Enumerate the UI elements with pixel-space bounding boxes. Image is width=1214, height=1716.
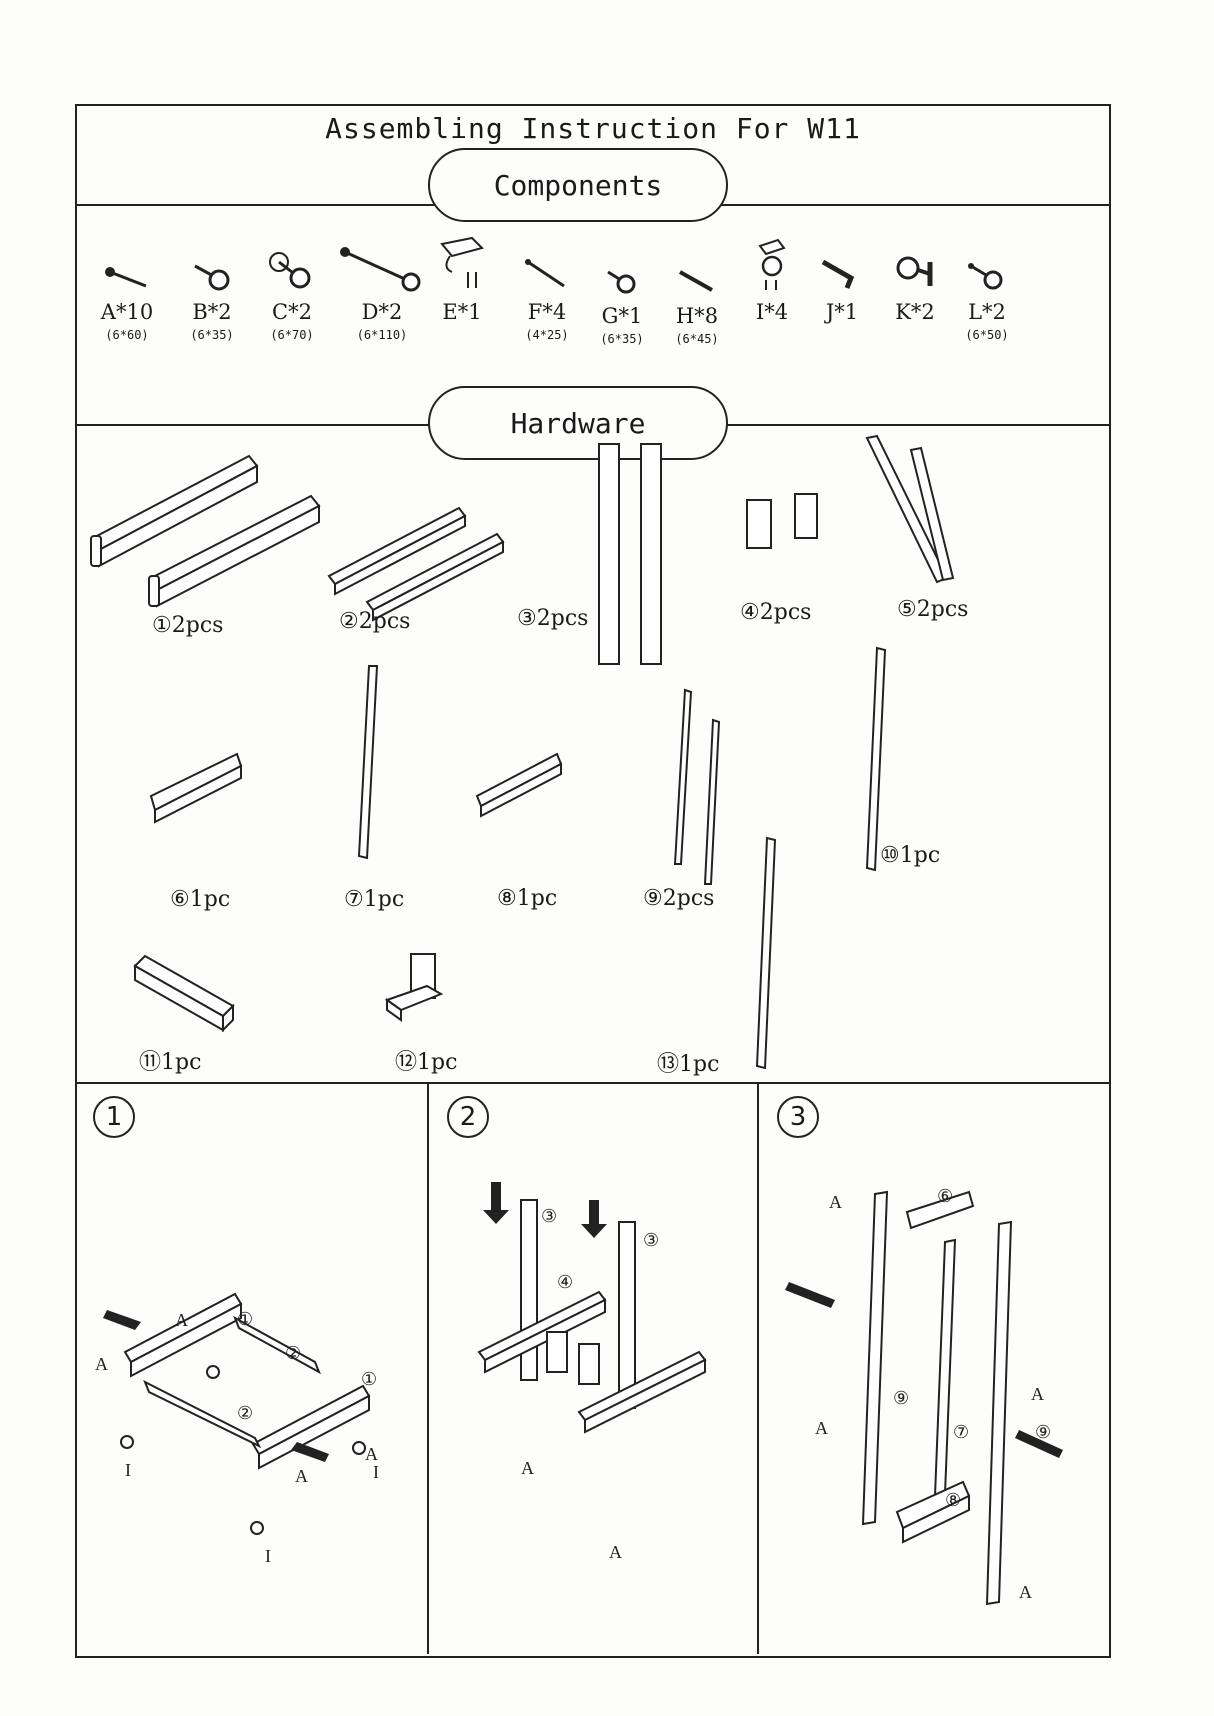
step-number: 1 xyxy=(93,1096,135,1138)
hardware-label-10: ⑩1pc xyxy=(880,843,941,868)
svg-text:I: I xyxy=(125,1460,131,1480)
step-2-diagram: ③ ③ ④ A A xyxy=(477,1182,707,1562)
hardware-label-9: ⑨2pcs xyxy=(643,886,715,911)
component-B: B*2 (6*35) xyxy=(172,222,252,342)
part-9-drawing xyxy=(673,688,721,885)
hardware-label-7: ⑦1pc xyxy=(344,887,405,912)
component-H: H*8 (6*45) xyxy=(657,226,737,346)
hardware-label-3: ③2pcs xyxy=(517,606,589,631)
allen-key-icon xyxy=(802,222,882,292)
component-C: C*2 (6*70) xyxy=(252,222,332,342)
instruction-sheet: Assembling Instruction For W11 Component… xyxy=(75,104,1111,1658)
part-12-drawing xyxy=(384,953,444,1022)
part-4-drawing xyxy=(746,493,818,549)
svg-text:I: I xyxy=(265,1546,271,1566)
svg-text:A: A xyxy=(175,1310,188,1330)
svg-text:A: A xyxy=(609,1542,622,1562)
part-7-drawing xyxy=(357,665,379,860)
part-6-drawing xyxy=(149,752,243,824)
hardware-label-13: ⑬1pc xyxy=(657,1052,720,1077)
wood-screw-icon xyxy=(507,222,587,292)
svg-text:③: ③ xyxy=(541,1206,557,1226)
svg-text:①: ① xyxy=(237,1309,253,1329)
svg-text:④: ④ xyxy=(557,1272,573,1292)
part-1-drawing xyxy=(90,454,321,608)
step-3-panel: 3 A A A A ⑥ ⑦ ⑧ ⑨ ⑨ xyxy=(759,1082,1111,1654)
bolt-icon xyxy=(87,222,167,292)
knob-bolt-icon xyxy=(947,222,1027,292)
step-number: 2 xyxy=(447,1096,489,1138)
hardware-label-12: ⑫1pc xyxy=(395,1050,458,1075)
knob-bolt-icon xyxy=(172,222,252,292)
svg-text:A: A xyxy=(829,1192,842,1212)
part-8-drawing xyxy=(475,752,563,818)
svg-text:⑦: ⑦ xyxy=(953,1422,969,1442)
part-11-drawing xyxy=(133,954,235,1033)
washer-knob-bolt-icon xyxy=(252,222,332,292)
svg-text:①: ① xyxy=(361,1369,377,1389)
part-3-drawing xyxy=(598,443,662,665)
page-title: Assembling Instruction For W11 xyxy=(325,112,861,145)
hardware-label-11: ⑪1pc xyxy=(139,1050,202,1075)
component-E: E*1 xyxy=(422,222,502,328)
part-10-drawing xyxy=(865,646,887,872)
svg-text:⑧: ⑧ xyxy=(945,1490,961,1510)
step-3-diagram: A A A A ⑥ ⑦ ⑧ ⑨ ⑨ xyxy=(785,1186,1063,1606)
svg-text:A: A xyxy=(1031,1384,1044,1404)
hardware-label-8: ⑧1pc xyxy=(497,886,558,911)
caster-icon xyxy=(732,222,812,292)
components-heading: Components xyxy=(428,148,728,222)
hardware-heading: Hardware xyxy=(428,386,728,460)
component-L: L*2 (6*50) xyxy=(947,222,1027,342)
hardware-label-6: ⑥1pc xyxy=(170,887,231,912)
svg-text:③: ③ xyxy=(643,1230,659,1250)
step-2-panel: 2 ③ ③ ④ A A xyxy=(429,1082,759,1654)
svg-text:I: I xyxy=(373,1462,379,1482)
dowel-icon xyxy=(657,226,737,296)
component-A: A*10 (6*60) xyxy=(87,222,167,342)
bracket-screws-icon xyxy=(422,222,502,292)
part-5-drawing xyxy=(865,434,955,584)
svg-text:A: A xyxy=(815,1418,828,1438)
step-1-panel: 1 A A A A I I I ① ① ② ② xyxy=(75,1082,429,1654)
svg-text:A: A xyxy=(295,1466,308,1486)
step-1-diagram: A A A A I I I ① ① ② ② xyxy=(95,1292,379,1566)
knob-bolt-icon xyxy=(582,226,662,296)
svg-text:A: A xyxy=(365,1444,378,1464)
hardware-label-5: ⑤2pcs xyxy=(897,597,969,622)
hardware-label-4: ④2pcs xyxy=(740,600,812,625)
component-I: I*4 xyxy=(732,222,812,328)
svg-text:②: ② xyxy=(285,1343,301,1363)
step-number: 3 xyxy=(777,1096,819,1138)
component-D: D*2 (6*110) xyxy=(332,222,432,342)
component-K: K*2 xyxy=(875,222,955,328)
long-knob-bolt-icon xyxy=(332,222,432,292)
svg-text:⑨: ⑨ xyxy=(1035,1422,1051,1442)
svg-text:A: A xyxy=(1019,1582,1032,1602)
component-G: G*1 (6*35) xyxy=(582,226,662,346)
component-F: F*4 (4*25) xyxy=(507,222,587,342)
hardware-label-2: ②2pcs xyxy=(339,609,411,634)
component-J: J*1 xyxy=(802,222,882,328)
part-2-drawing xyxy=(327,506,505,622)
svg-text:A: A xyxy=(95,1354,108,1374)
svg-text:⑥: ⑥ xyxy=(937,1186,953,1206)
t-knob-icon xyxy=(875,222,955,292)
svg-text:②: ② xyxy=(237,1403,253,1423)
hardware-label-1: ①2pcs xyxy=(152,613,224,638)
svg-text:⑨: ⑨ xyxy=(893,1388,909,1408)
svg-text:A: A xyxy=(521,1458,534,1478)
part-13-drawing xyxy=(755,836,777,1070)
hardware-drawings xyxy=(90,434,955,1070)
divider xyxy=(77,1082,1109,1084)
